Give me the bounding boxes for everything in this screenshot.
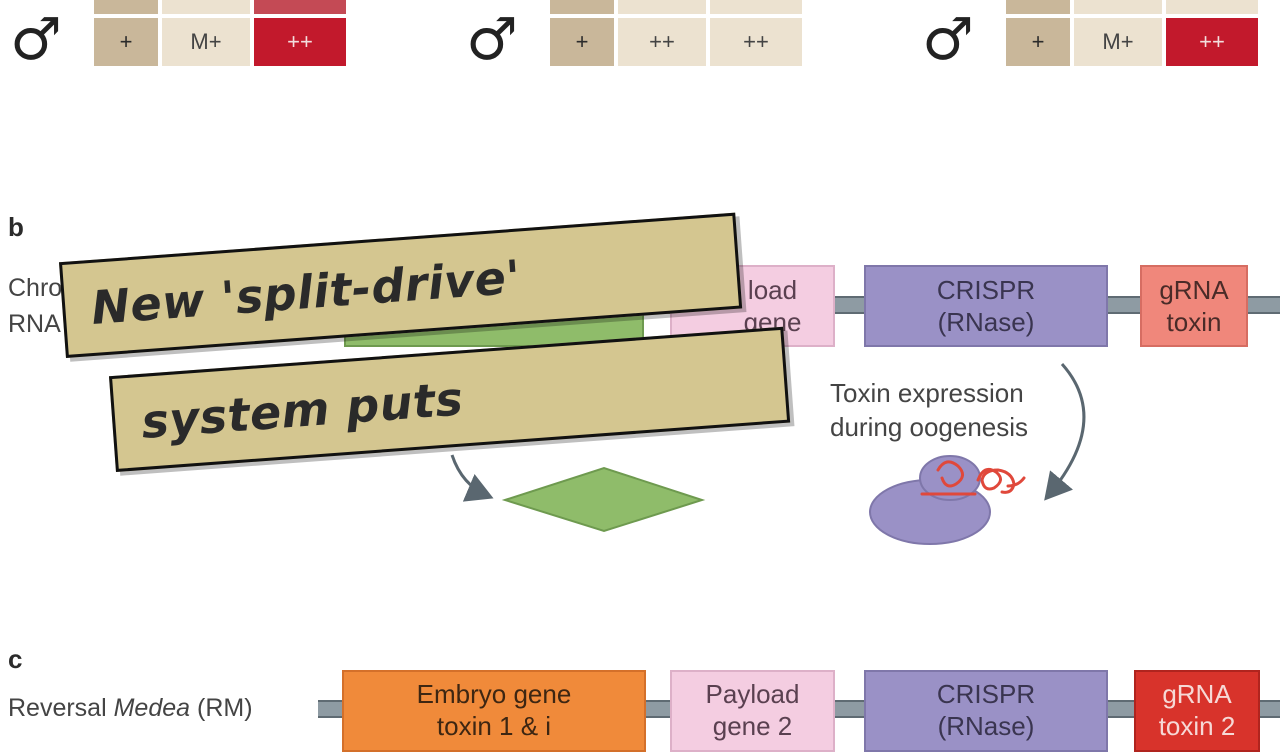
male-symbol-icon: ♂ — [466, 5, 518, 73]
cell-partial: M+ — [162, 0, 250, 14]
payload-b-line1: load — [747, 275, 798, 305]
cell-partial — [550, 0, 614, 14]
crispr-c-line1: CRISPR — [936, 679, 1036, 709]
grna-toxin-block-c: gRNA toxin 2 — [1134, 670, 1260, 752]
note-line1: Toxin expression — [830, 378, 1024, 408]
cell-partial — [94, 0, 158, 14]
curved-arrow-left-icon — [450, 454, 494, 502]
cell: ++ — [254, 18, 346, 66]
male-symbol-icon: ♂ — [10, 5, 62, 73]
cell: ++ — [710, 18, 802, 66]
cell-partial — [254, 0, 346, 14]
row-label-b-line2: RNA — [8, 310, 61, 338]
grna-b-line1: gRNA — [1159, 275, 1229, 305]
cell: M+ — [1074, 18, 1162, 66]
green-diamond-icon — [501, 466, 706, 533]
headline-text-line2: system puts — [139, 371, 465, 449]
crispr-c-line2: (RNase) — [937, 711, 1035, 741]
toxin-expression-note: Toxin expression during oogenesis — [830, 376, 1028, 444]
punnett-group-1: M+ ♂ + M+ ++ — [0, 0, 360, 80]
crispr-b-line2: (RNase) — [937, 307, 1035, 337]
cell: ++ — [1166, 18, 1258, 66]
cell-partial: ++ — [1166, 0, 1258, 14]
cell-partial: M+ — [710, 0, 802, 14]
cell-partial: M+ — [1074, 0, 1162, 14]
row-label-c-prefix: Reversal — [8, 694, 114, 722]
row-label-c-italic: Medea — [113, 694, 191, 722]
payload-gene-block-c: Payload gene 2 — [670, 670, 835, 752]
crispr-block-b: CRISPR (RNase) — [864, 265, 1108, 347]
embryo-gene-block-c: Embryo gene toxin 1 & i — [342, 670, 646, 752]
row-label-c-suffix: (RM) — [190, 694, 253, 722]
cell-partial: M+ — [618, 0, 706, 14]
embryo-c-line2: toxin 1 & i — [436, 711, 552, 741]
payload-c-line2: gene 2 — [712, 711, 793, 741]
cell: M+ — [162, 18, 250, 66]
crispr-b-line1: CRISPR — [936, 275, 1036, 305]
grna-b-line2: toxin — [1166, 307, 1222, 337]
cell: ++ — [618, 18, 706, 66]
punnett-group-3: M+ ++ ♂ + M+ ++ — [912, 0, 1272, 80]
cell: + — [94, 18, 158, 66]
note-line2: during oogenesis — [830, 412, 1029, 442]
embryo-c-line1: Embryo gene — [416, 679, 572, 709]
rna-strand-icon — [920, 460, 1026, 496]
grna-toxin-block-b: gRNA toxin — [1140, 265, 1248, 347]
cell: + — [550, 18, 614, 66]
headline-text-line1: New 'split-drive' — [89, 249, 523, 335]
grna-c-line2: toxin 2 — [1158, 711, 1236, 741]
punnett-group-2: M+ M+ ♂ + ++ ++ — [456, 0, 816, 80]
crispr-block-c: CRISPR (RNase) — [864, 670, 1108, 752]
panel-letter-c: c — [8, 644, 23, 674]
grna-c-line1: gRNA — [1162, 679, 1232, 709]
panel-letter-b: b — [8, 212, 24, 242]
panel-b-graphics — [450, 363, 1086, 545]
row-label-c: Reversal Medea (RM) — [8, 690, 253, 726]
cell-partial — [1006, 0, 1070, 14]
curved-arrow-right-icon — [1044, 363, 1086, 501]
cell: + — [1006, 18, 1070, 66]
payload-c-line1: Payload — [705, 679, 800, 709]
male-symbol-icon: ♂ — [922, 5, 974, 73]
